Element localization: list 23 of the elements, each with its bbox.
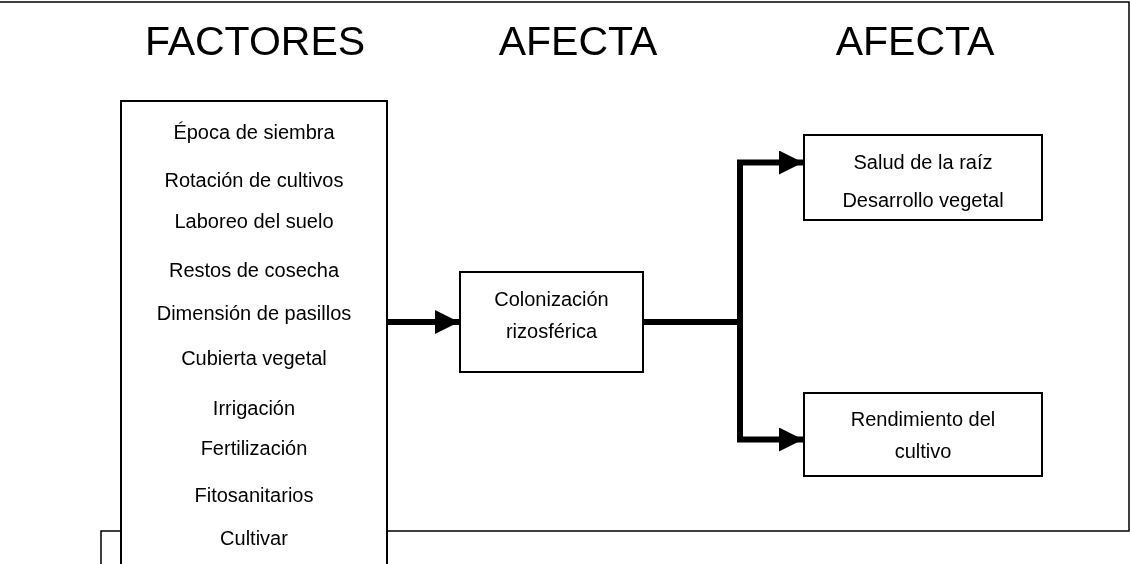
node-text: Dimensión de pasillos [155, 301, 353, 326]
node-text: Cultivar [219, 526, 289, 551]
text-box [803, 134, 1043, 221]
column-heading: AFECTA [498, 18, 658, 65]
arrow [388, 310, 459, 334]
text-box [459, 271, 644, 373]
node-text: Rendimiento del cultivo [849, 407, 997, 464]
arrow [644, 319, 803, 452]
node-text: Colonización rizosférica [493, 287, 610, 344]
node-text: Fitosanitarios [193, 483, 315, 508]
node-text: Cubierta vegetal [180, 346, 328, 371]
text-box [120, 100, 388, 564]
node-text: Rotación de cultivos [163, 168, 345, 193]
column-heading: FACTORES [144, 18, 366, 65]
node-text: Restos de cosecha [167, 258, 341, 283]
column-heading: AFECTA [835, 18, 995, 65]
node-text: Desarrollo vegetal [841, 188, 1005, 213]
node-text: Época de siembra [172, 120, 336, 145]
node-text: Fertilización [199, 436, 309, 461]
node-text: Laboreo del suelo [173, 209, 335, 234]
text-box [803, 392, 1043, 477]
node-text: Salud de la raíz [852, 150, 994, 175]
node-text: Irrigación [211, 396, 297, 421]
